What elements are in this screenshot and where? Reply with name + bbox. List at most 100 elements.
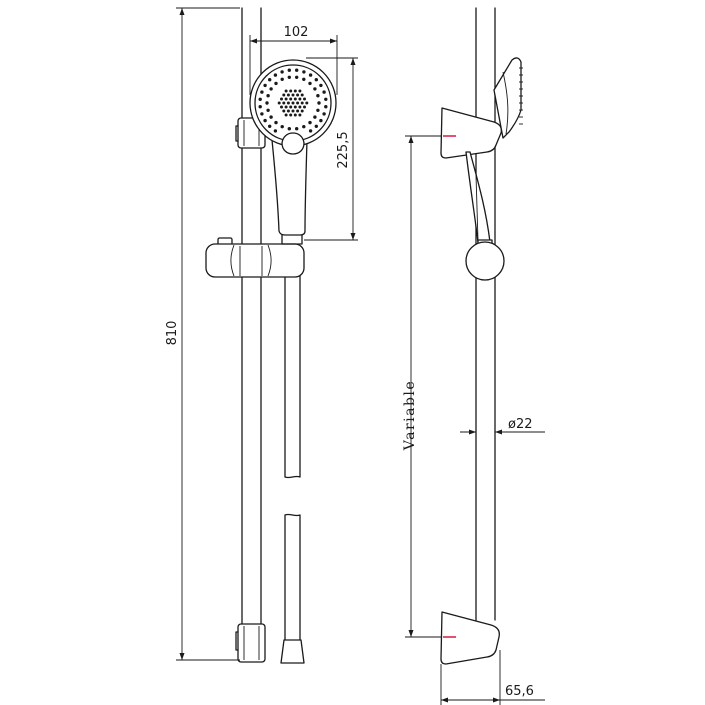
spray-hole <box>302 125 306 129</box>
spray-hole <box>324 105 328 109</box>
dimension-tube-diameter-label: ø22 <box>508 417 533 432</box>
spray-hole <box>317 101 321 105</box>
spray-hole <box>319 118 323 123</box>
spray-hole <box>316 108 320 113</box>
hose-upper <box>284 267 301 479</box>
spray-hole <box>273 73 278 77</box>
spray-hole <box>277 101 281 105</box>
spray-hole <box>284 89 288 93</box>
spray-hole <box>282 93 286 97</box>
spray-hole <box>293 97 297 101</box>
spray-hole <box>263 118 267 123</box>
spray-hole <box>314 124 318 128</box>
spray-hole <box>280 105 283 109</box>
spray-hole <box>258 105 262 109</box>
spray-hole <box>296 101 300 105</box>
dimension-handset-length-label: 225,5 <box>336 131 351 168</box>
spray-hole <box>291 109 295 113</box>
spray-hole <box>286 93 290 97</box>
spray-hole <box>322 112 326 116</box>
spray-hole <box>260 112 264 116</box>
dimension-rail-length-label: 810 <box>165 321 180 346</box>
spray-hole <box>316 94 320 98</box>
spray-hole <box>289 97 293 101</box>
handset-handle <box>271 139 308 236</box>
spray-hole <box>274 81 278 86</box>
spray-hole <box>300 101 304 105</box>
front-slider <box>205 237 305 278</box>
spray-hole <box>308 129 313 133</box>
spray-hole <box>296 109 300 113</box>
spray-hole <box>298 105 302 109</box>
spray-hole <box>293 105 297 109</box>
spray-hole <box>319 83 323 88</box>
handset-head <box>249 59 337 155</box>
dimension-rail-length: 810 <box>165 7 240 661</box>
spray-hole <box>263 83 267 88</box>
hose-connector <box>280 639 305 664</box>
spray-hole <box>269 87 273 91</box>
spray-hole <box>291 93 295 97</box>
spray-hole <box>289 113 293 117</box>
spray-hole <box>302 77 306 82</box>
spray-hole <box>293 89 297 93</box>
spray-hole <box>280 125 284 129</box>
spray-hole <box>265 101 269 105</box>
spray-hole <box>303 105 306 109</box>
spray-hole <box>274 120 278 125</box>
spray-hole <box>308 120 312 125</box>
front-bottom-bracket <box>235 623 266 663</box>
spray-hole <box>324 97 328 102</box>
spray-hole <box>268 124 272 128</box>
side-top-bracket <box>440 107 502 159</box>
spray-hole <box>293 113 297 117</box>
spray-selector-button <box>281 132 305 155</box>
spray-hole <box>305 101 309 105</box>
spray-hole <box>302 70 306 74</box>
spray-hole <box>289 105 293 109</box>
dimension-handset-length: 225,5 <box>304 57 358 241</box>
spray-hole <box>296 93 300 97</box>
spray-holes <box>258 68 328 133</box>
spray-hole <box>258 97 262 102</box>
side-view: Variable ø22 65,6 <box>402 7 545 705</box>
spray-hole <box>273 129 278 133</box>
spray-hole <box>287 75 291 80</box>
spray-hole <box>280 97 283 101</box>
spray-hole <box>284 113 288 117</box>
dimension-wall-offset: 65,6 <box>440 650 545 705</box>
spray-hole <box>286 109 290 113</box>
dimension-tube-diameter: ø22 <box>460 417 545 435</box>
spray-hole <box>269 115 273 119</box>
spray-hole <box>286 101 290 105</box>
spray-hole <box>298 97 302 101</box>
spray-hole <box>282 109 286 113</box>
side-slider <box>465 239 505 281</box>
spray-hole <box>322 90 326 94</box>
spray-hole <box>313 87 317 91</box>
spray-hole <box>295 75 299 80</box>
spray-hole <box>266 108 270 113</box>
spray-hole <box>295 127 299 131</box>
spray-hole <box>260 90 264 94</box>
spray-hole <box>313 115 317 119</box>
side-nozzles <box>519 67 523 125</box>
spray-hole <box>284 97 288 101</box>
dimension-variable-label: Variable <box>402 380 418 451</box>
spray-hole <box>282 101 286 105</box>
spray-hole <box>314 78 318 82</box>
spray-hole <box>295 68 299 72</box>
spray-hole <box>266 94 270 98</box>
side-rail-tube <box>475 7 496 621</box>
spray-hole <box>287 68 291 72</box>
dimension-head-width: 102 <box>249 25 338 95</box>
spray-hole <box>298 113 302 117</box>
spray-hole <box>300 109 304 113</box>
spray-hole <box>291 101 295 105</box>
dimension-variable: Variable <box>402 135 442 638</box>
spray-hole <box>268 78 272 82</box>
spray-hole <box>300 93 304 97</box>
side-bottom-bracket <box>440 611 500 665</box>
dimension-wall-offset-label: 65,6 <box>505 684 534 699</box>
